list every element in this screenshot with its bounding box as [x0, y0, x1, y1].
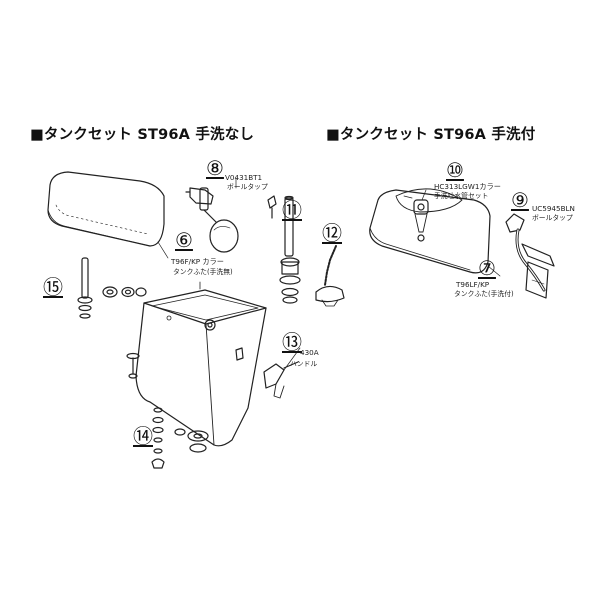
heading-right: ■タンクセット ST96A 手洗付 [326, 127, 536, 143]
heading-left: ■タンクセット ST96A 手洗なし [30, 127, 255, 143]
leader-lines-right [421, 189, 501, 277]
callout-15: ⑮ [43, 277, 63, 299]
callout-6: ⑥ [175, 230, 193, 252]
ball-tap-left [185, 187, 239, 253]
handle-code: 430A [300, 348, 319, 357]
callout-9: ⑨ [511, 190, 529, 212]
ball-tap-right [505, 213, 555, 299]
callout-13: ⑬ [282, 332, 302, 354]
spout-set-name: 手洗吐水管セット [434, 192, 489, 200]
tank-lid-with-washbasin [369, 188, 491, 274]
callout-12: ⑫ [322, 223, 342, 245]
toilet-tank-body [135, 281, 267, 447]
callout-10: ⑩ [446, 160, 464, 182]
overflow-pipe [279, 195, 301, 304]
small-fitting-top [267, 195, 277, 219]
ball-tap-right-code: UC5945BLN [532, 204, 575, 213]
ball-tap-left-code: V0431BT1 [225, 173, 263, 182]
ball-tap-right-name: ボールタップ [532, 214, 573, 222]
callout-14: ⑭ [133, 426, 153, 448]
spout-set-code: HC313LGW1カラー [434, 182, 501, 191]
tank-lid-no-washbasin [47, 171, 165, 247]
ball-tap-left-name: ボールタップ [227, 183, 268, 191]
tank-lid-left-name: タンクふた(手洗無) [173, 268, 233, 276]
leader-lines-left [157, 177, 301, 371]
tank-lid-right-name: タンクふた(手洗付) [454, 290, 514, 298]
tank-bolt [126, 352, 140, 379]
bottom-fittings [151, 407, 209, 469]
handle-name: ハンドル [290, 360, 318, 368]
callout-11: ⑪ [282, 200, 302, 222]
callout-8: ⑧ [206, 158, 224, 180]
callout-7: ⑦ [478, 258, 496, 280]
tank-lid-right-code: T96LF/KP [456, 280, 490, 289]
tank-lid-left-code: T96F/KP カラー [171, 257, 224, 266]
fittings-stack-left [77, 257, 147, 319]
flapper-chain [315, 245, 345, 307]
